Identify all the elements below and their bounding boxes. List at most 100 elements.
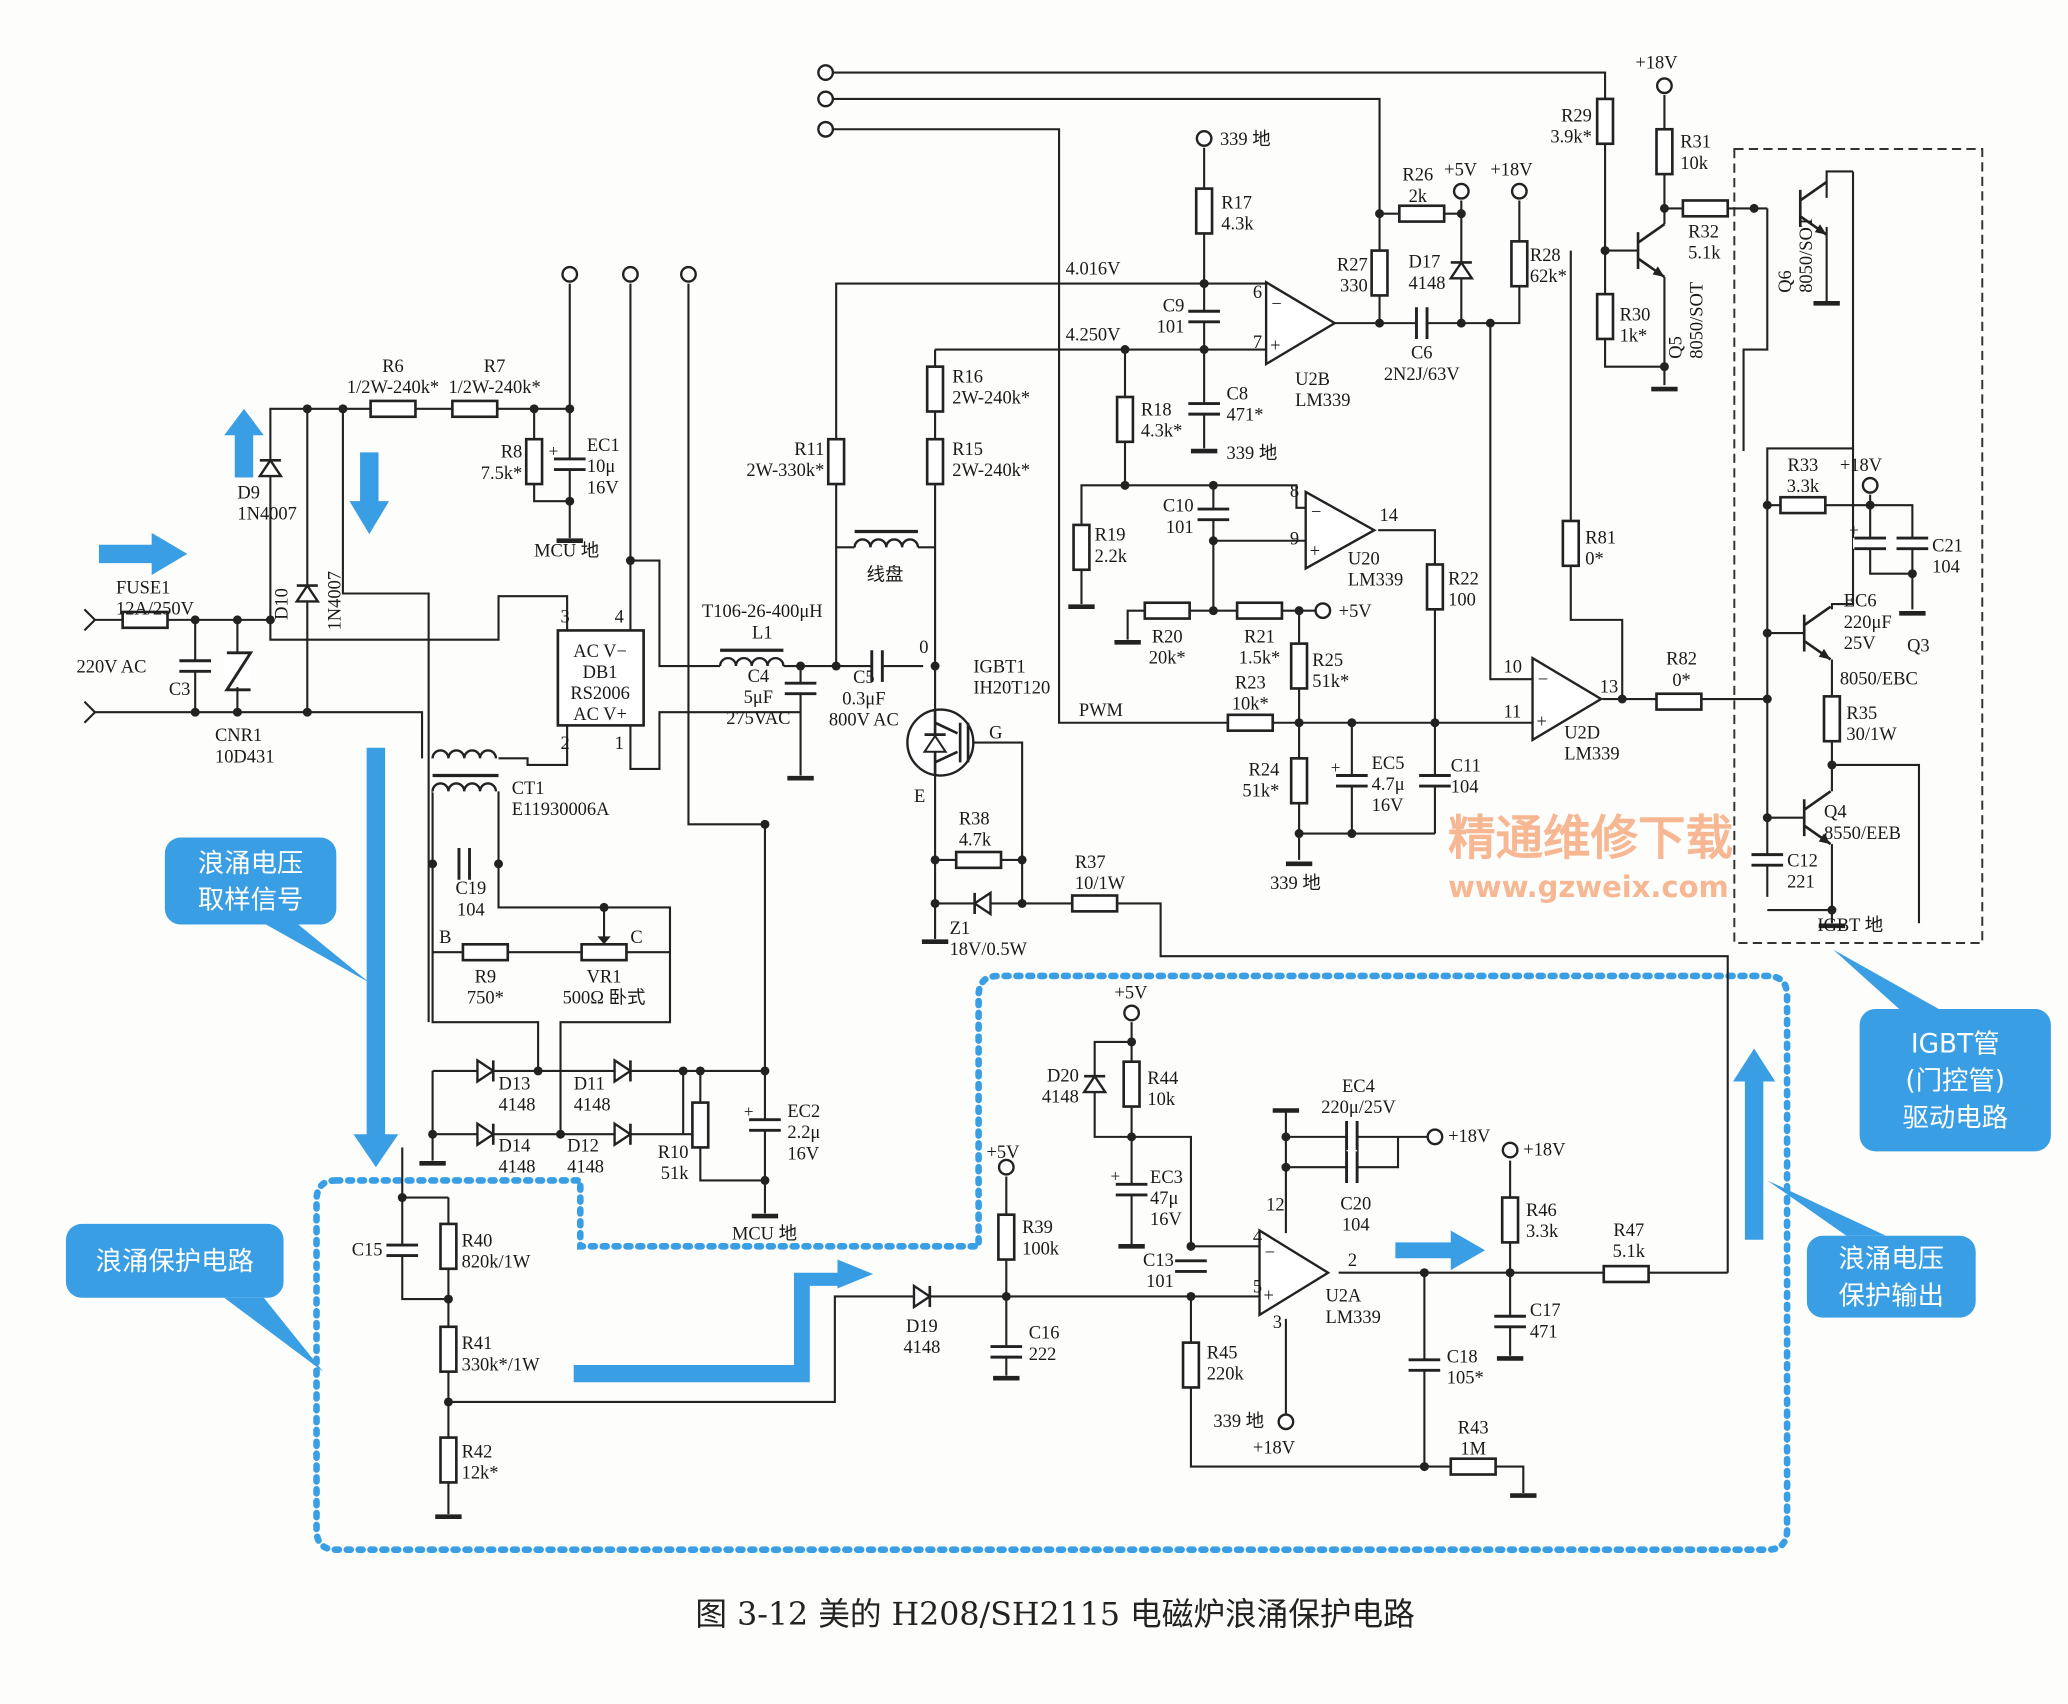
- wire: [1767, 504, 1914, 610]
- junction: [1375, 209, 1385, 219]
- label-line: 104: [1342, 1215, 1370, 1235]
- label-line: 3: [1273, 1312, 1282, 1332]
- junction: [1419, 1462, 1429, 1472]
- igbt-driver-boundary: [1733, 148, 1984, 944]
- resistor-r29: [1595, 97, 1615, 146]
- resistor-r47: [1602, 1264, 1650, 1284]
- terminal-5v: [1314, 602, 1332, 620]
- terminal-18v: [1655, 77, 1673, 95]
- wire: [1830, 448, 1855, 610]
- label-line: 5μF: [744, 687, 773, 707]
- label-line: 4148: [499, 1156, 536, 1176]
- junction: [695, 1066, 705, 1076]
- resistor-r10: [691, 1101, 710, 1149]
- label-line: 10k: [1147, 1089, 1175, 1109]
- diode-d13: [476, 1058, 496, 1084]
- svg-text:+: +: [1263, 1286, 1273, 1306]
- label-line: 12A/250V: [116, 599, 195, 619]
- label-line: 6: [1253, 282, 1262, 302]
- label-line: 20k*: [1149, 647, 1186, 667]
- label-line: R30: [1620, 304, 1651, 324]
- label-c3: C3: [169, 679, 191, 699]
- junction: [1430, 718, 1440, 728]
- junction: [599, 902, 609, 912]
- flow-arrow: [1733, 1048, 1776, 1240]
- svg-text:+: +: [744, 1102, 754, 1121]
- label-g: G: [989, 723, 1002, 743]
- resistor-r19: [1072, 523, 1091, 572]
- label-line: IGBT1: [973, 657, 1025, 677]
- bridge-rectifier-db1: [556, 629, 645, 727]
- svg-text:−: −: [1311, 502, 1321, 522]
- junction: [1208, 480, 1218, 490]
- wire: [431, 791, 540, 1071]
- label-line: R42: [462, 1441, 493, 1461]
- label-line: AC V−: [573, 641, 627, 661]
- label-line: 101: [1166, 517, 1194, 537]
- watermark-text: 精通维修下载: [1448, 812, 1733, 867]
- label-line: R8: [501, 442, 523, 462]
- label-line: 30/1W: [1846, 724, 1897, 744]
- label-line: 7.5k*: [481, 463, 523, 483]
- junction: [443, 1397, 453, 1407]
- label-line: 4.250V: [1066, 324, 1122, 344]
- junction: [190, 707, 200, 717]
- label-line: 221: [1787, 872, 1815, 892]
- junction: [232, 615, 242, 625]
- junction: [190, 615, 200, 625]
- label-line: 3.3k: [1526, 1221, 1559, 1241]
- label-line: 101: [1146, 1271, 1174, 1291]
- label-line: LM339: [1325, 1307, 1380, 1327]
- capacitor-ec1: +: [549, 441, 587, 471]
- label-acin: 220V AC: [76, 657, 146, 677]
- label-line: 220μ/25V: [1321, 1097, 1396, 1117]
- label-line: C18: [1447, 1346, 1478, 1366]
- junction: [1485, 318, 1495, 328]
- label-line: 2N2J/63V: [1384, 364, 1461, 384]
- resistor-r25: [1289, 642, 1309, 690]
- junction: [1827, 905, 1837, 915]
- diode-d19: [912, 1283, 932, 1310]
- label-line: CT1: [512, 778, 545, 798]
- label-line: 339 地: [1270, 873, 1321, 893]
- label-line: D10: [272, 588, 292, 620]
- label-line: U20: [1348, 548, 1380, 568]
- callout-igbt: IGBT管(门控管)驱动电路: [1833, 949, 2051, 1152]
- label-line: EC6: [1844, 591, 1877, 611]
- label-line: +18V: [1253, 1437, 1296, 1457]
- resistor-r43: [1449, 1457, 1497, 1476]
- label-line: 25V: [1844, 633, 1876, 653]
- label-line: 2: [1348, 1250, 1357, 1270]
- label-line: E: [914, 786, 925, 806]
- label-line: 11: [1504, 701, 1522, 721]
- resistor-r16: [925, 365, 945, 413]
- label-u2ap2: 2: [1348, 1250, 1357, 1270]
- label-line: R81: [1585, 527, 1616, 547]
- label-line: 2.2μ: [787, 1122, 820, 1142]
- junction: [930, 855, 940, 865]
- label-p18f: +18V: [1253, 1437, 1296, 1457]
- resistor-r24: [1289, 757, 1309, 805]
- label-t339b: 339 地: [1227, 443, 1278, 463]
- surge-protection-boundary: [313, 972, 1791, 1553]
- label-line: 2W-240k*: [952, 460, 1030, 480]
- diode-d20: [1081, 1074, 1108, 1094]
- label-line: 750*: [467, 988, 504, 1008]
- terminal: [817, 120, 835, 138]
- label-line: 10D431: [215, 746, 274, 766]
- label-line: LM339: [1564, 744, 1619, 764]
- label-line: R15: [952, 439, 983, 459]
